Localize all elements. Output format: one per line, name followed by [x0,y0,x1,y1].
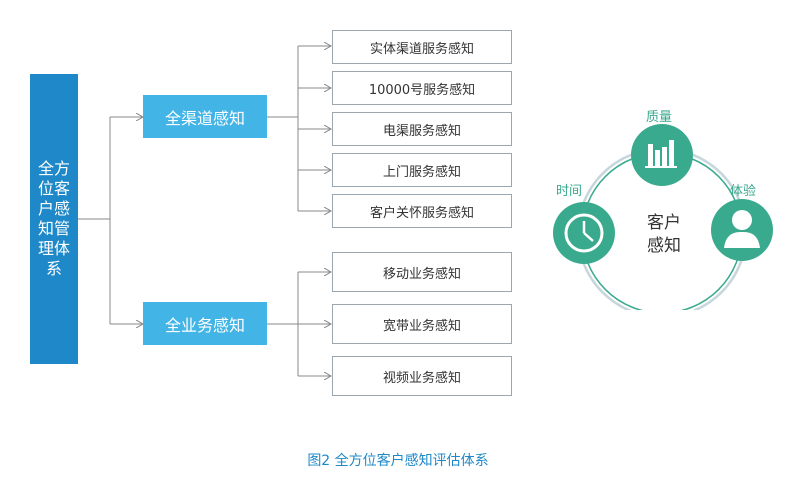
leaf-node: 宽带业务感知 [332,304,512,344]
leaf-node: 10000号服务感知 [332,71,512,105]
person-icon [711,199,773,261]
cycle-center-label: 客户 感知 [647,213,681,256]
cycle-label-experience: 体验 [730,184,757,199]
cycle-label-time: 时间 [556,184,583,199]
leaf-node: 视频业务感知 [332,356,512,396]
leaf-node: 电渠服务感知 [332,112,512,146]
leaf-node: 移动业务感知 [332,252,512,292]
leaf-node: 实体渠道服务感知 [332,30,512,64]
root-node: 全方 位客 户感 知管 理体 系 [30,74,78,364]
leaf-node: 上门服务感知 [332,153,512,187]
bar-chart-icon [631,124,693,186]
cycle-diagram [553,124,773,310]
leaf-node: 客户关怀服务感知 [332,194,512,228]
cycle-label-quality: 质量 [646,110,673,125]
branch-allservice: 全业务感知 [143,302,267,345]
figure-caption: 图2 全方位客户感知评估体系 [307,453,489,469]
branch-omnichannel: 全渠道感知 [143,95,267,138]
clock-icon [553,202,615,264]
